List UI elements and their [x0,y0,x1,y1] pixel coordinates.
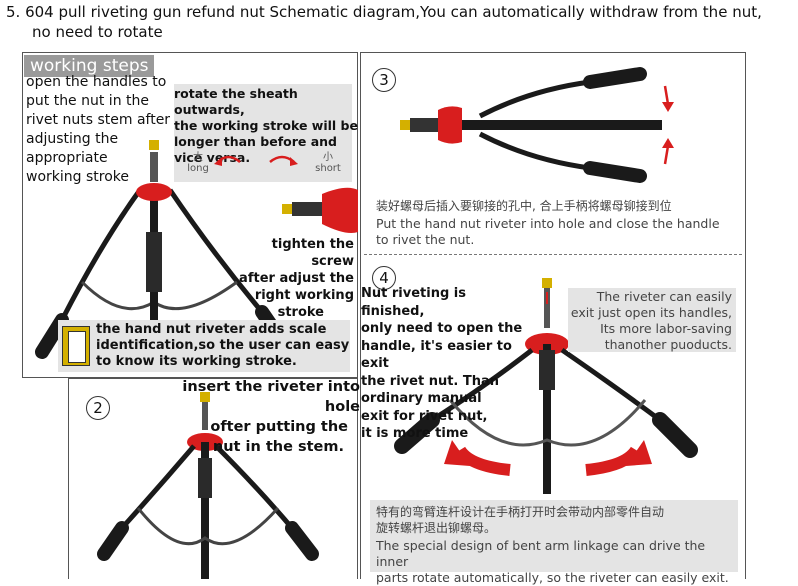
scale-icon [62,326,90,366]
title-line-2: no need to rotate [32,23,163,41]
page-title: 5. 604 pull riveting gun refund nut Sche… [6,2,792,42]
nut-finished-text: Nut riveting is finished, only need to o… [361,286,523,441]
riveter-closed-illustration [400,67,674,183]
sheath-detail-illustration [282,187,358,233]
step-4-number: 4 [372,266,396,290]
working-steps-header: working steps [24,55,155,77]
scale-identification-box [58,320,350,372]
step-3-en-text: Put the hand nut riveter into hole and c… [376,216,720,247]
bent-arm-cn-text: 特有的弯臂连杆设计在手柄打开时会带动内部零件自动 旋转螺杆退出铆螺母。 [376,505,665,535]
step-3-number: 3 [372,68,396,92]
scale-identification-text: the hand nut riveter adds scale identifi… [96,322,350,369]
short-label: 小 short [315,152,341,174]
bent-arm-linkage-box [370,500,738,572]
riveter-exit-illustration [394,278,698,494]
tighten-screw-text: tighten the screw after adjust the right… [239,237,354,320]
rotate-sheath-box [174,84,352,182]
easy-exit-text: The riveter can easily exit just open it… [570,289,732,352]
open-handles-text: open the handles to put the nut in the r… [26,74,171,185]
step-3-cn-text: 装好螺母后插入要铆接的孔中, 合上手柄将螺母铆接到位 [376,199,672,213]
rotate-sheath-text: rotate the sheath outwards, the working … [174,86,358,165]
title-line-1: 5. 604 pull riveting gun refund nut Sche… [6,3,762,21]
step-2-number: 2 [86,396,110,420]
insert-riveter-text: insert the riveter into hole ofter putti… [182,379,360,455]
easy-exit-callout [568,288,736,352]
step-divider [364,254,742,255]
long-label: 大 long [187,152,209,174]
riveter-insert-illustration [97,392,319,579]
rotate-arrows-icon [214,155,298,166]
